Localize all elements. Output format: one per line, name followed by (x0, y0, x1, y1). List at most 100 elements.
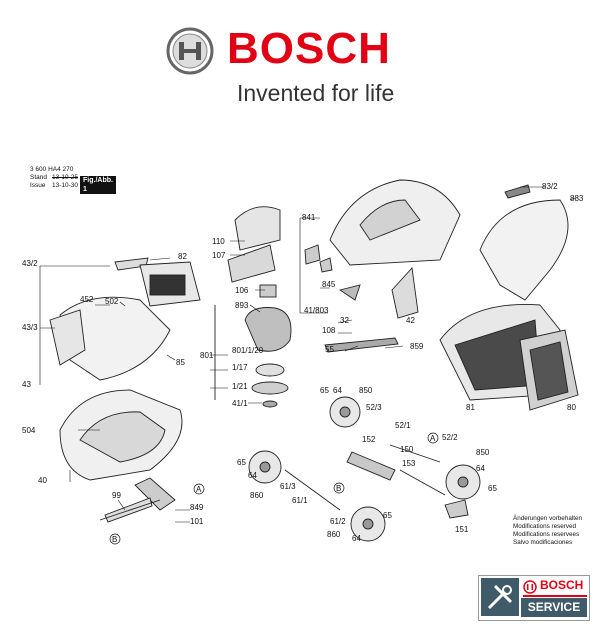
service-badge-divider (523, 595, 587, 597)
service-badge-label: SERVICE (521, 598, 587, 617)
part-number-label: 850 (359, 386, 373, 395)
part-number-label: 65 (488, 484, 497, 493)
issue-label: Issue (30, 182, 46, 189)
part-number-label: 64 (333, 386, 342, 395)
reference-circle (427, 432, 439, 444)
issue-date: 13-10-30 (52, 182, 79, 189)
part-number-label: 883 (570, 194, 584, 203)
wheel-hub (362, 518, 374, 530)
roller (346, 451, 396, 481)
part-number-label: 150 (400, 445, 414, 454)
guard-plate (391, 266, 419, 319)
leader-lines (39, 186, 576, 523)
note-es: Salvo modificaciones (513, 539, 573, 546)
fan-blade (251, 381, 289, 395)
part-number-label: 845 (322, 280, 336, 289)
part-number-label: 849 (190, 503, 204, 512)
stand-row: Stand 13-10-25 (30, 174, 78, 182)
part-number-label: 801 (200, 351, 214, 360)
part-number-label: 99 (112, 491, 121, 500)
part-number-label: 52/2 (442, 433, 458, 442)
document-info: 3 600 HA4 270 Stand 13-10-25 Issue 13-10… (30, 166, 116, 194)
brand-tagline: Invented for life (237, 80, 395, 106)
part-number-label: 41/1 (232, 399, 248, 408)
upper-handle (479, 199, 569, 301)
part-number-label: 893 (235, 301, 249, 310)
motor-nut (262, 400, 278, 408)
part-number-label: 841 (302, 213, 316, 222)
part-number-label: A (430, 434, 436, 443)
brand-wordmark: BOSCH (227, 24, 391, 73)
part-number-label: 110 (212, 237, 225, 246)
part-number-label: 65 (320, 386, 329, 395)
part-number-label: 65 (237, 458, 246, 467)
reference-circle (109, 533, 121, 545)
deck-inner (79, 411, 166, 463)
part-number-label: 801/1/20 (232, 346, 264, 355)
note-fr: Modifications reservees (513, 531, 580, 538)
figure-tag: Fig./Abb. 1 (80, 176, 116, 194)
part-number-label: 42 (406, 316, 415, 325)
grass-box-side-mesh (529, 341, 569, 401)
part-number-label: 65 (383, 511, 392, 520)
service-badge-brand: BOSCH (540, 578, 584, 592)
part-number-label: B (336, 484, 341, 493)
bosch-armature-logo-icon (166, 27, 214, 75)
stand-label: Stand (30, 174, 47, 181)
part-number-label: 41/803 (304, 306, 329, 315)
part-number-label: 55 (325, 345, 334, 354)
part-number-label: 106 (235, 286, 249, 295)
wheel-hub (457, 476, 469, 488)
wheel-hub (259, 461, 271, 473)
part-number-label: 83/2 (542, 182, 558, 191)
document-number: 3 600 HA4 270 (30, 166, 74, 173)
note-de: Änderungen vorbehalten (513, 515, 582, 522)
part-number-label: 107 (212, 251, 226, 260)
old-date: 13-10-25 (52, 174, 79, 181)
reference-circle (193, 483, 205, 495)
front-axle (284, 469, 341, 511)
motor-cover-top (234, 206, 281, 251)
wheel-hub (339, 406, 351, 418)
part-number-label: 61/3 (280, 482, 296, 491)
part-number-label: 101 (190, 517, 204, 526)
chassis-inner (359, 199, 421, 241)
part-number-label: 85 (176, 358, 185, 367)
fan-disc (255, 363, 285, 377)
part-number-label: 52/3 (366, 403, 382, 412)
bosch-service-badge: BOSCH SERVICE (478, 575, 590, 621)
part-number-label: 504 (22, 426, 36, 435)
part-number-label: 452 (80, 295, 94, 304)
part-number-label: 81 (466, 403, 475, 412)
motor-cover-lower (227, 244, 276, 283)
part-number-label: 860 (250, 491, 264, 500)
part-number-label: 61/2 (330, 517, 346, 526)
part-number-label: 108 (322, 326, 336, 335)
part-number-label: 153 (402, 459, 416, 468)
grass-flap (49, 309, 86, 366)
bosch-logo-small-icon (523, 580, 537, 594)
axle-rod (399, 469, 446, 496)
switch-block (259, 284, 277, 298)
rear-axle (389, 444, 441, 463)
part-number-label: 1/17 (232, 363, 248, 372)
part-outlines (39, 179, 579, 542)
part-number-label: 40 (38, 476, 47, 485)
part-number-label: 64 (476, 464, 485, 473)
keypad (149, 274, 186, 296)
issue-row: Issue 13-10-30 (30, 182, 78, 190)
part-number-label: 64 (352, 534, 361, 543)
part-number-label: 43/2 (22, 259, 38, 268)
brand-header: BOSCH Invented for life (165, 22, 445, 112)
reference-circle (333, 482, 345, 494)
part-number-label: 859 (410, 342, 424, 351)
wrench-screwdriver-icon (481, 578, 519, 616)
part-number-label: 64 (248, 471, 257, 480)
part-number-label: 1/21 (232, 382, 248, 391)
motor-body (244, 307, 292, 352)
part-number-label: 52/1 (395, 421, 411, 430)
height-lever (444, 499, 469, 519)
